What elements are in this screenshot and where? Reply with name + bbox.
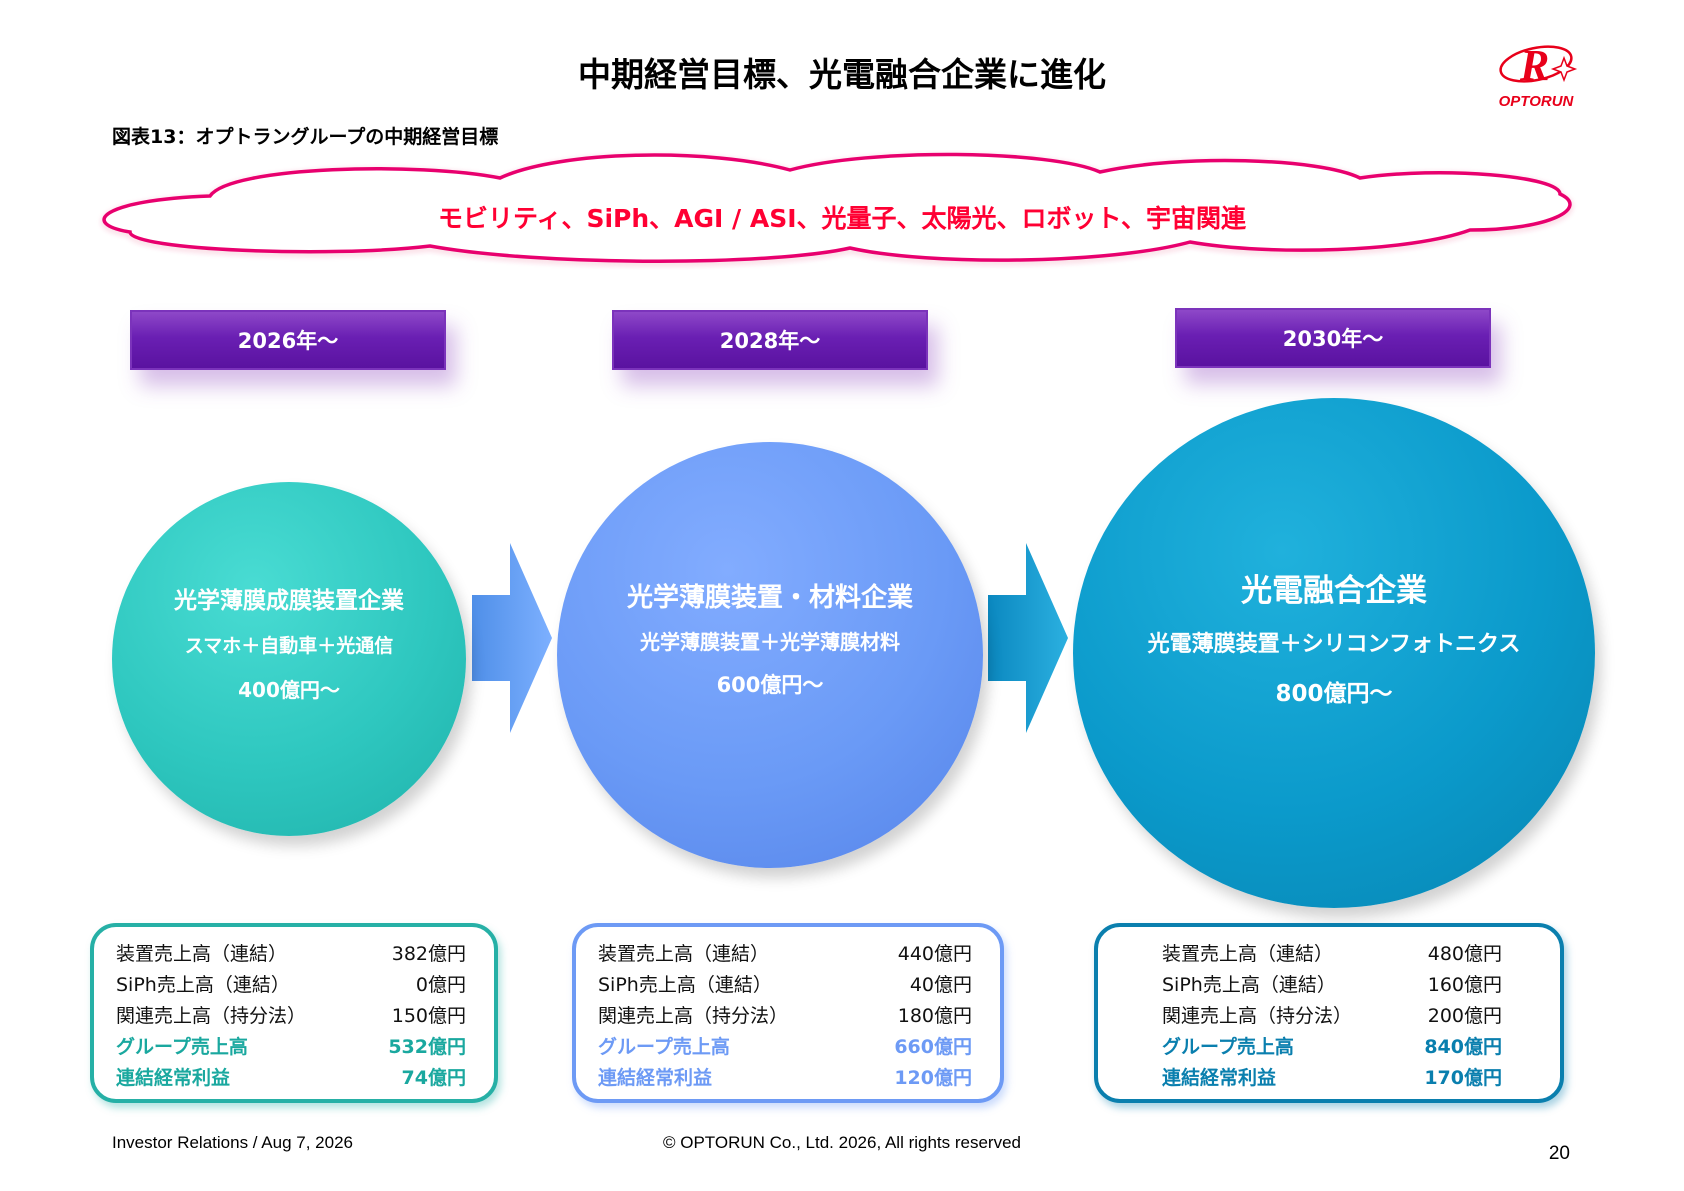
stage-title: 光電融合企業: [1241, 572, 1427, 609]
figure-caption: 図表13：オプトラングループの中期経営目標: [112, 126, 499, 148]
page-title: 中期経営目標、光電融合企業に進化: [578, 55, 1106, 94]
page-number: 20: [1548, 1143, 1570, 1164]
stage-amount: 400億円～: [238, 678, 340, 702]
stats-row: 関連売上高（持分法）200億円: [1162, 1005, 1502, 1027]
stats-row: SiPh売上高（連結）40億円: [598, 974, 972, 996]
footer-copyright: © OPTORUN Co., Ltd. 2026, All rights res…: [662, 1133, 1022, 1152]
logo-mark-icon: R OPTORUN: [1499, 41, 1578, 110]
svg-text:R: R: [1519, 41, 1549, 90]
svg-text:OPTORUN: OPTORUN: [1499, 93, 1575, 110]
optorun-logo: R OPTORUN: [1486, 36, 1586, 112]
arrow-right-icon: [472, 543, 552, 733]
year-badge-2026: 2026年～: [130, 310, 446, 370]
footer-left: Investor Relations / Aug 7, 2026: [112, 1133, 353, 1152]
cloud-shape: [102, 152, 1572, 266]
stage-amount: 600億円～: [716, 673, 824, 697]
stats-row: SiPh売上高（連結）0億円: [116, 974, 466, 996]
stage-amount: 800億円～: [1275, 680, 1393, 707]
stats-row: SiPh売上高（連結）160億円: [1162, 974, 1502, 996]
technology-keywords: モビリティ、SiPh、AGI / ASI、光量子、太陽光、ロボット、宇宙関連: [437, 204, 1247, 233]
stats-row: 関連売上高（持分法）150億円: [116, 1005, 466, 1027]
year-badge-2030: 2030年～: [1175, 308, 1491, 368]
stage-detail: 光電薄膜装置＋シリコンフォトニクス: [1147, 631, 1521, 657]
stage-circle-2026: 光学薄膜成膜装置企業 スマホ＋自動車＋光通信 400億円～: [112, 482, 466, 836]
stage-circle-2030: 光電融合企業 光電薄膜装置＋シリコンフォトニクス 800億円～: [1073, 398, 1595, 908]
stats-box-2026: 装置売上高（連結）382億円 SiPh売上高（連結）0億円 関連売上高（持分法）…: [90, 923, 498, 1103]
stats-box-2030: 装置売上高（連結）480億円 SiPh売上高（連結）160億円 関連売上高（持分…: [1094, 923, 1564, 1103]
stage-title: 光学薄膜装置・材料企業: [626, 583, 913, 613]
stage-title: 光学薄膜成膜装置企業: [174, 588, 404, 614]
stage-detail: 光学薄膜装置＋光学薄膜材料: [639, 630, 900, 654]
year-badge-2028: 2028年～: [612, 310, 928, 370]
stage-detail: スマホ＋自動車＋光通信: [184, 635, 394, 657]
stage-circle-2028: 光学薄膜装置・材料企業 光学薄膜装置＋光学薄膜材料 600億円～: [557, 442, 983, 868]
stats-row: 装置売上高（連結）480億円: [1162, 943, 1502, 965]
stats-row: 装置売上高（連結）382億円: [116, 943, 466, 965]
arrow-right-icon: [988, 543, 1068, 733]
stats-row: 装置売上高（連結）440億円: [598, 943, 972, 965]
stats-box-2028: 装置売上高（連結）440億円 SiPh売上高（連結）40億円 関連売上高（持分法…: [572, 923, 1004, 1103]
stats-row: 関連売上高（持分法）180億円: [598, 1005, 972, 1027]
